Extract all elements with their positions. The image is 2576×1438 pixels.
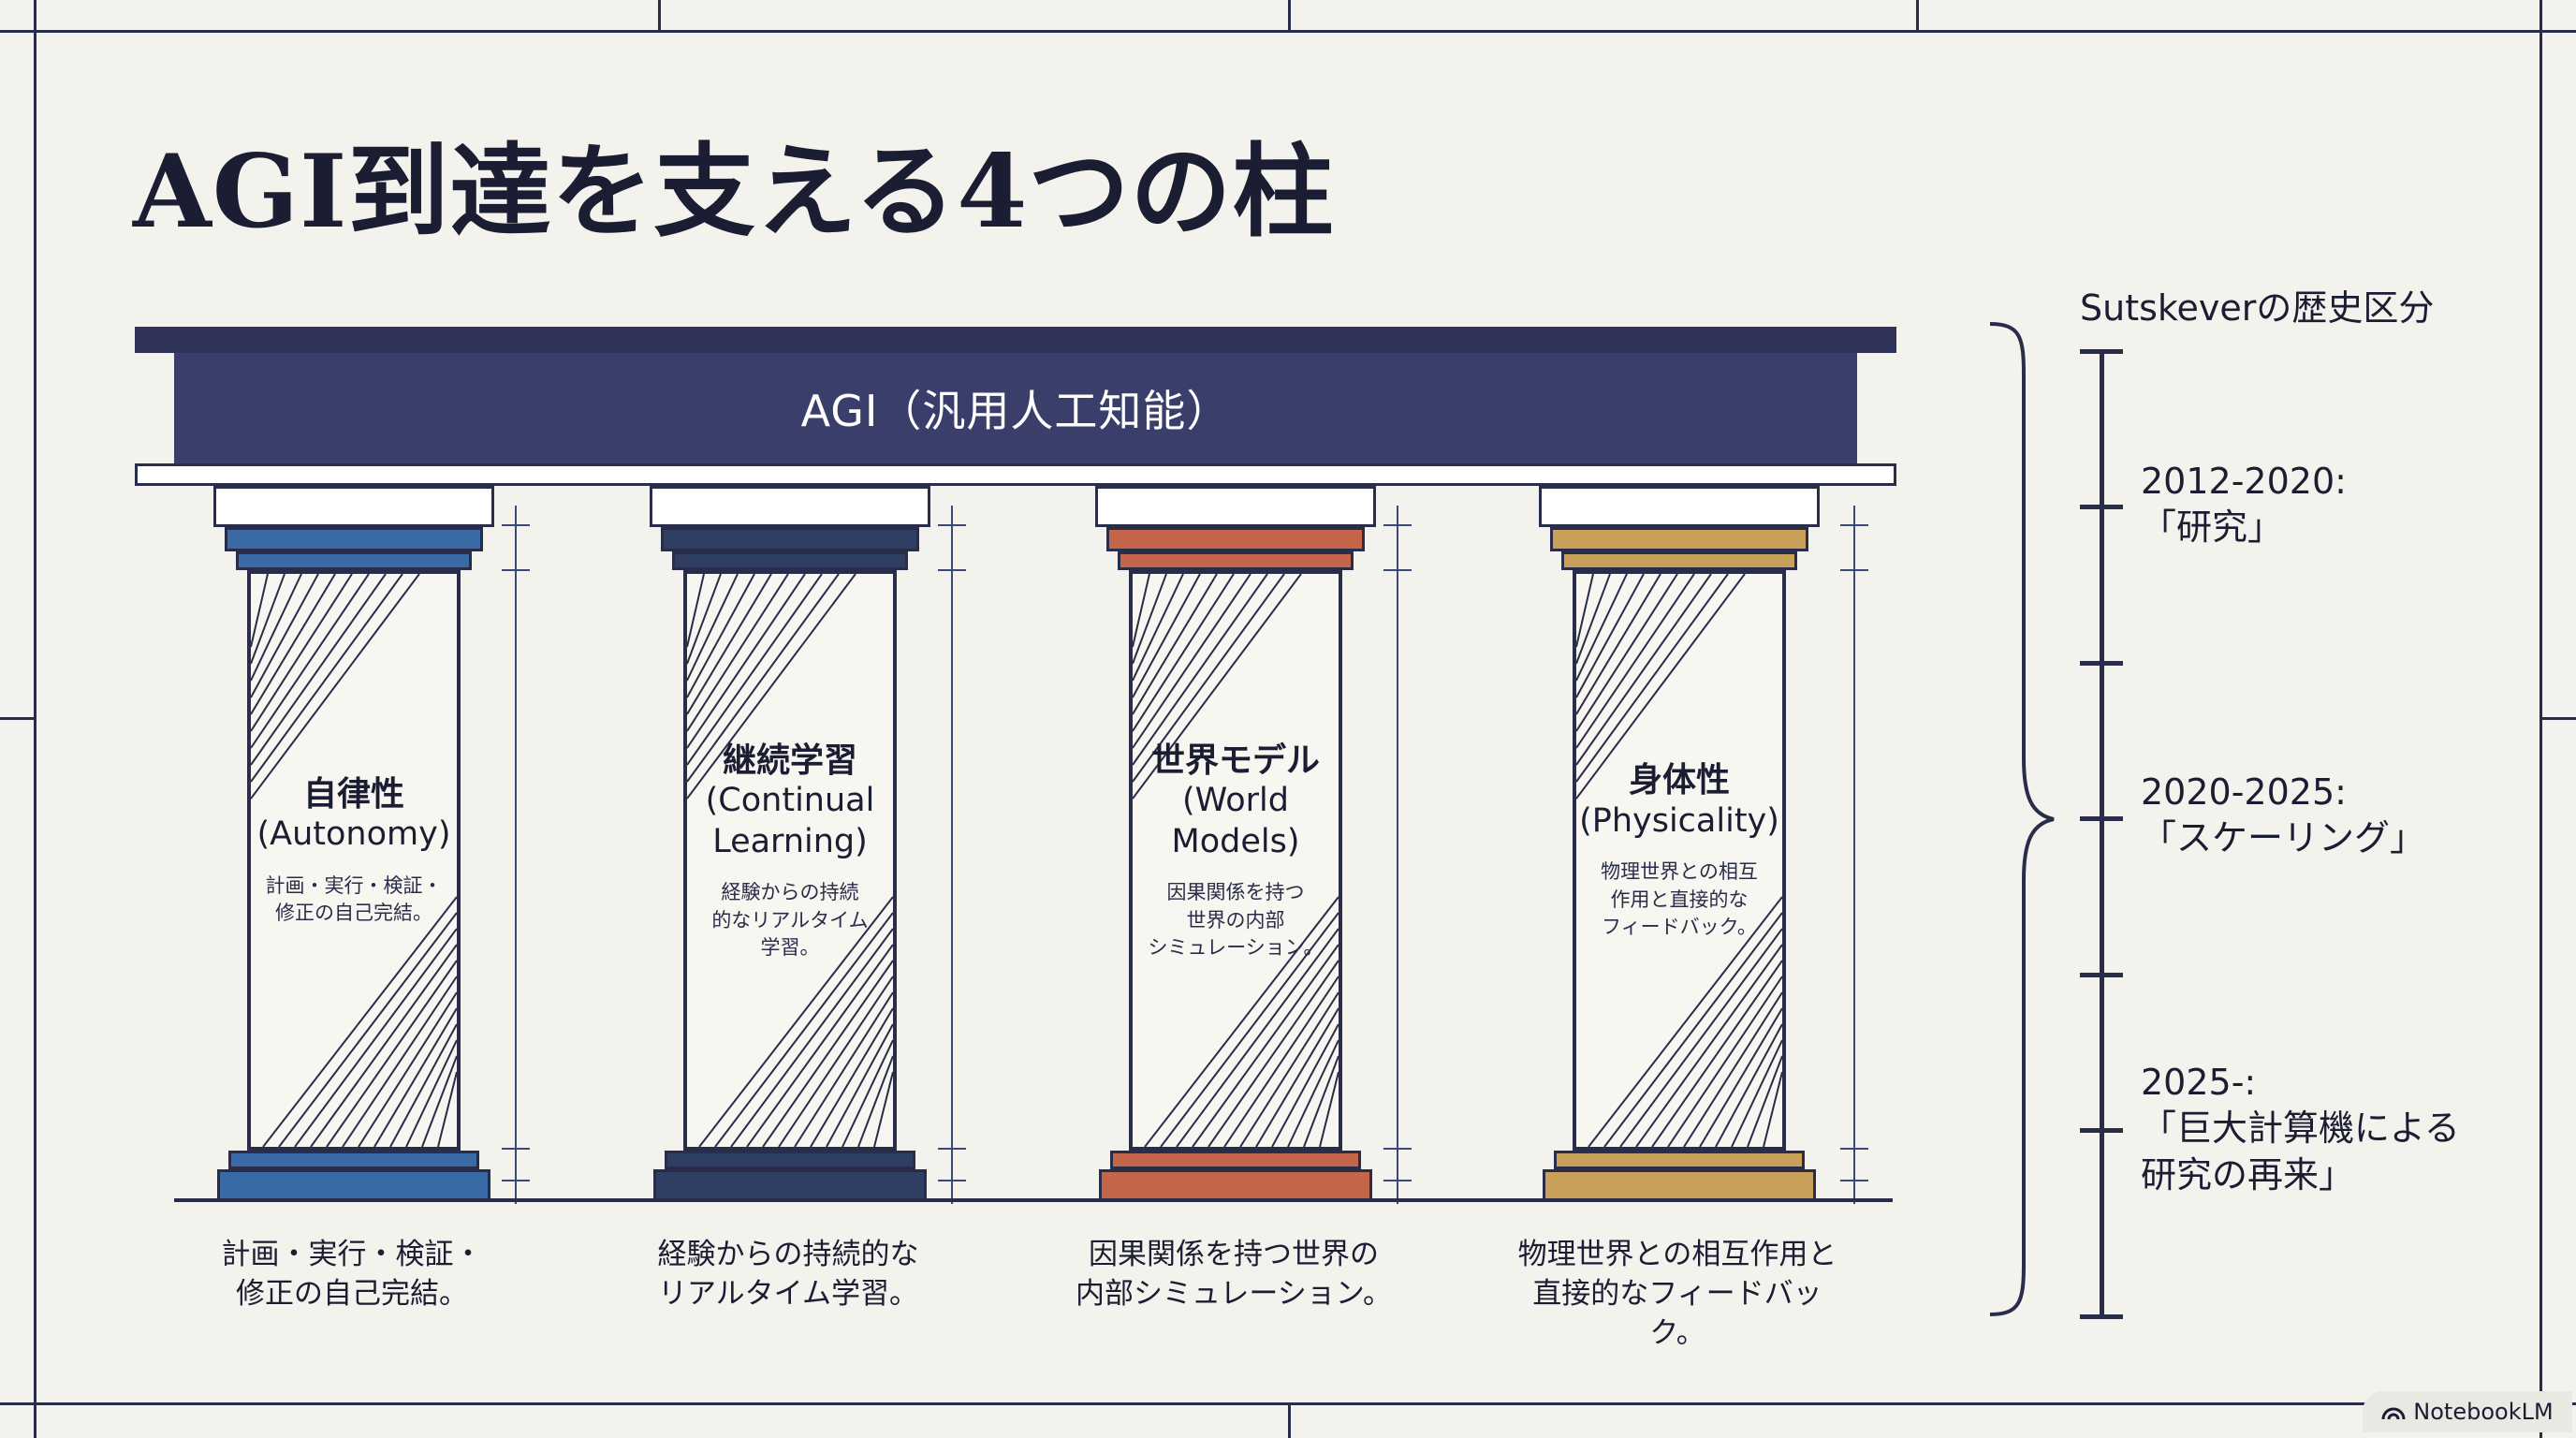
dimension-line [1383,506,1412,1204]
timeline-tick [2080,661,2123,666]
pillar-capital [213,486,494,527]
frame-top-line [0,30,2576,33]
dimension-line [938,506,966,1204]
pillar-base-band [228,1151,479,1169]
timeline-tick [2080,973,2123,977]
pillar-shaft: 身体性 (Physicality) 物理世界との相互 作用と直接的な フィードバ… [1573,570,1786,1151]
pillar-caption: 経験からの持続的な リアルタイム学習。 [657,1238,919,1311]
pillar-description: 因果関係を持つ 世界の内部 シミュレーション。 [1148,881,1324,960]
pillar-capital-band [672,551,908,570]
pillar-title: 継続学習 [722,741,857,780]
badge-label: NotebookLM [2413,1399,2554,1425]
pillar-capital-band [1550,527,1808,551]
notebooklm-logo-icon [2381,1407,2406,1420]
pillar-english-title: (Autonomy) [256,815,451,854]
slide-title: AGI到達を支える4つの柱 [133,133,1335,251]
pillar-base-band [665,1151,915,1169]
pillar-world-models: 世界モデル (World Models) 因果関係を持つ 世界の内部 シミュレー… [1095,486,1376,1202]
hatch-pattern [687,574,893,1147]
timeline-axis [2100,350,2104,1318]
roof-entablature: AGI（汎用人工知能） [174,353,1857,463]
pillar-base-band [1110,1151,1361,1169]
roof-label: AGI（汎用人工知能） [800,386,1231,436]
frame-tick [2542,717,2576,720]
pillar-base [653,1169,927,1202]
pillar-caption: 因果関係を持つ世界の 内部シミュレーション。 [1076,1238,1392,1311]
hatch-pattern [1133,574,1339,1147]
timeline-tick [2080,505,2123,509]
dimension-line [1840,506,1868,1204]
pillar-shaft: 継続学習 (Continual Learning) 経験からの持続 的なリアルタ… [683,570,897,1151]
pillar-capital-band [225,527,483,551]
pillar-capital-band [1106,527,1365,551]
timeline-tick [2080,349,2123,354]
pillar-base [217,1169,490,1202]
timeline-tick [2080,1314,2123,1319]
pillar-physicality: 身体性 (Physicality) 物理世界との相互 作用と直接的な フィードバ… [1539,486,1820,1202]
pillar-capital-band [661,527,919,551]
frame-left-line [34,0,37,1438]
notebooklm-badge: NotebookLM [2363,1391,2572,1432]
pillar-capital [1095,486,1376,527]
timeline-era: 2025-: 「巨大計算機による 研究の再来」 [2141,1062,2460,1196]
pillar-shaft: 世界モデル (World Models) 因果関係を持つ 世界の内部 シミュレー… [1129,570,1342,1151]
frame-tick [658,0,661,30]
pillar-base [1543,1169,1816,1202]
ground-line [174,1198,1893,1202]
pillar-title: 世界モデル [1150,741,1320,780]
frame-tick [1288,1404,1291,1438]
pillar-title: 自律性 [302,775,404,814]
hatch-pattern [251,574,457,1147]
pillar-english-title: (Continual Learning) [705,781,875,860]
timeline-title: Sutskeverの歴史区分 [2080,287,2435,329]
timeline-era: 2012-2020: 「研究」 [2141,461,2347,549]
pillar-capital [650,486,930,527]
frame-tick [0,717,34,720]
dimension-line [502,506,530,1204]
roof-architrave [135,463,1896,486]
pillar-autonomy: 自律性 (Autonomy) 計画・実行・検証・ 修正の自己完結。 [213,486,494,1202]
pillar-continual-learning: 継続学習 (Continual Learning) 経験からの持続 的なリアルタ… [650,486,930,1202]
pillar-base [1099,1169,1372,1202]
frame-bottom-line [0,1402,2576,1405]
pillar-capital-band [236,551,472,570]
pillar-english-title: (Physicality) [1579,801,1779,840]
pillar-description: 物理世界との相互 作用と直接的な フィードバック。 [1601,860,1758,939]
frame-tick [1916,0,1919,30]
curly-brace [1989,322,2055,1316]
pillar-shaft: 自律性 (Autonomy) 計画・実行・検証・ 修正の自己完結。 [247,570,461,1151]
timeline-era: 2020-2025: 「スケーリング」 [2141,771,2426,859]
pillar-caption: 計画・実行・検証・ 修正の自己完結。 [221,1238,483,1311]
frame-tick [1288,0,1291,30]
frame-right-line [2539,0,2542,1438]
pillar-caption: 物理世界との相互作用と 直接的なフィードバック。 [1517,1238,1837,1350]
pillar-base-band [1554,1151,1805,1169]
pillar-capital-band [1118,551,1354,570]
pillar-capital-band [1561,551,1797,570]
pillar-description: 経験からの持続 的なリアルタイム 学習。 [711,881,869,960]
timeline-tick [2080,1128,2123,1133]
roof-cornice [135,327,1896,353]
timeline-tick [2080,816,2123,821]
pillar-title: 身体性 [1628,761,1730,800]
pillar-capital [1539,486,1820,527]
pillar-english-title: (World Models) [1171,781,1300,860]
pillar-description: 計画・実行・検証・ 修正の自己完結。 [265,874,443,925]
hatch-pattern [1576,574,1782,1147]
